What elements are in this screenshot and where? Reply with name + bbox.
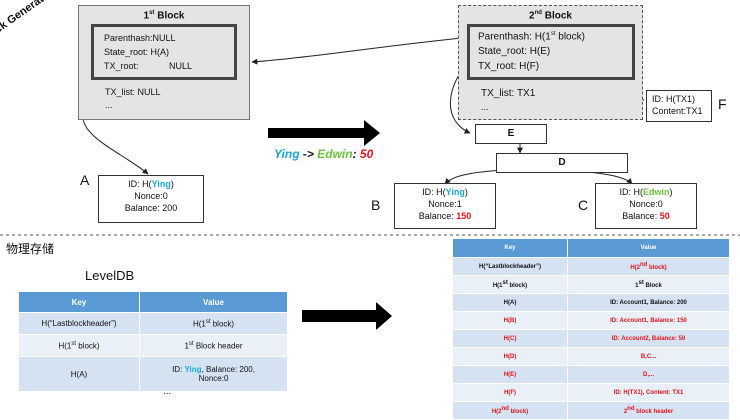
table-cell-value: ID: Account1, Balance: 150 [567, 311, 730, 330]
block-1-header: Parenthash:NULL State_root: H(A) TX_root… [91, 24, 237, 80]
table-row: H(F) ID: H(TX1), Content: TX1 [452, 383, 730, 402]
block-2: 2nd Block Parenthash: H(1st block) State… [458, 5, 643, 120]
big-arrow-top [268, 120, 380, 146]
table-small-header-value: Value [139, 291, 288, 313]
table-cell-key: H(C) [452, 329, 568, 348]
table-cell-key: H(F) [452, 383, 568, 402]
node-c: ID: H(Edwin) Nonce:0 Balance: 50 [595, 183, 697, 229]
block-1: 1st Block Parenthash:NULL State_root: H(… [78, 5, 250, 120]
leveldb-table-small: Key Value H(“Lastblockheader”) H(1st blo… [18, 291, 288, 392]
table-cell-value: ID: H(TX1), Content: TX1 [567, 383, 730, 402]
node-f: ID: H(TX1) Content:TX1 [646, 90, 712, 122]
table-row: H(1st block) 1st Block header [18, 334, 288, 357]
arrow-d-to-b [444, 169, 506, 185]
node-a-balance: Balance: 200 [124, 203, 178, 213]
node-a: ID: H(Ying) Nonce:0 Balance: 200 [98, 175, 204, 223]
block-2-ellipsis: ... [481, 102, 489, 112]
node-a-nonce: Nonce:0 [134, 191, 168, 201]
node-b-nonce: Nonce:1 [428, 199, 462, 209]
block-2-title: 2nd Block [529, 10, 572, 22]
table-cell-value: ID: Account1, Balance: 200 [567, 293, 730, 312]
table-cell-value: B,C... [567, 347, 730, 366]
block-1-tx-list: TX_list: NULL [105, 87, 161, 97]
table-cell-value: H(1st block) [139, 312, 288, 335]
table-cell-value: D,... [567, 365, 730, 384]
table-cell-value: H(2nd block) [567, 257, 730, 276]
node-c-nonce: Nonce:0 [629, 199, 663, 209]
node-b: ID: H(Ying) Nonce:1 Balance: 150 [394, 183, 496, 229]
node-f-label: F [718, 96, 727, 112]
table-row: H(D) B,C... [452, 347, 730, 366]
table-row: H(“Lastblockheader”) H(2nd block) [452, 257, 730, 276]
storage-title: 物理存储 [6, 242, 55, 256]
table-cell-key: H(1st block) [452, 275, 568, 294]
block-1-tx-root-key: TX_root: [104, 61, 139, 71]
table-row: H(A) ID: Ying, Balance: 200,Nonce:0 [18, 356, 288, 392]
table-cell-key: H(A) [452, 293, 568, 312]
table-large-header-value: Value [567, 238, 730, 258]
table-small-ellipsis: ... [163, 386, 172, 397]
block-2-tx-list: TX_list: TX1 [481, 88, 536, 99]
transfer-label: Ying -> Edwin: 50 [274, 147, 374, 161]
big-arrow-bottom [302, 302, 392, 330]
block-1-state-root: State_root: H(A) [104, 47, 170, 57]
table-cell-key: H(E) [452, 365, 568, 384]
table-small-header-key: Key [18, 291, 140, 313]
table-cell-value: 2nd block header [567, 401, 730, 420]
table-cell-key: H(D) [452, 347, 568, 366]
node-b-label: B [371, 197, 381, 213]
table-row: H(“Lastblockheader”) H(1st block) [18, 312, 288, 335]
table-cell-value: 1st Block [567, 275, 730, 294]
table-row: H(1st block) 1st Block [452, 275, 730, 294]
table-row: H(B) ID: Account1, Balance: 150 [452, 311, 730, 330]
table-row: H(C) ID: Account2, Balance: 50 [452, 329, 730, 348]
node-e: E [475, 124, 547, 144]
block-2-tx-root: TX_root: H(F) [478, 61, 540, 72]
table-row: H(2nd block) 2nd block header [452, 401, 730, 420]
block-2-parenthash: Parenthash: H(1st block) [478, 31, 585, 43]
block-1-title: 1st Block [143, 10, 185, 22]
block-1-tx-root-value: NULL [169, 61, 193, 71]
leveldb-table-large: Key Value H(“Lastblockheader”) H(2nd blo… [452, 238, 730, 420]
table-cell-key: H(B) [452, 311, 568, 330]
node-a-id: ID: H(Ying) [128, 179, 174, 189]
table-cell-value: ID: Ying, Balance: 200,Nonce:0 [139, 356, 288, 392]
table-cell-key: H(2nd block) [452, 401, 568, 420]
table-cell-value: 1st Block header [139, 334, 288, 357]
block-2-header: Parenthash: H(1st block) State_root: H(E… [467, 24, 635, 80]
table-row: H(A) ID: Account1, Balance: 200 [452, 293, 730, 312]
node-f-id: ID: H(TX1) [652, 94, 696, 104]
table-large-header-key: Key [452, 238, 568, 258]
node-d: D [496, 153, 628, 173]
node-b-balance: Balance: 150 [418, 211, 472, 221]
block-1-parenthash: Parenthash:NULL [104, 33, 176, 43]
node-b-id: ID: H(Ying) [422, 187, 468, 197]
table-cell-key: H(A) [18, 356, 140, 392]
node-c-id: ID: H(Edwin) [619, 187, 673, 197]
table-cell-key: H(“Lastblockheader”) [452, 257, 568, 276]
table-cell-key: H(“Lastblockheader”) [18, 312, 140, 335]
node-c-balance: Balance: 50 [622, 211, 670, 221]
arrow-block2-to-block1 [251, 36, 473, 65]
node-c-label: C [578, 197, 589, 213]
table-row: H(E) D,... [452, 365, 730, 384]
table-cell-key: H(1st block) [18, 334, 140, 357]
leveldb-title: LevelDB [85, 268, 135, 283]
block-1-ellipsis: ... [105, 100, 113, 110]
block-2-state-root: State_root: H(E) [478, 46, 551, 57]
node-f-content: Content:TX1 [652, 106, 703, 116]
node-a-label: A [80, 172, 90, 188]
table-cell-value: ID: Account2, Balance: 50 [567, 329, 730, 348]
